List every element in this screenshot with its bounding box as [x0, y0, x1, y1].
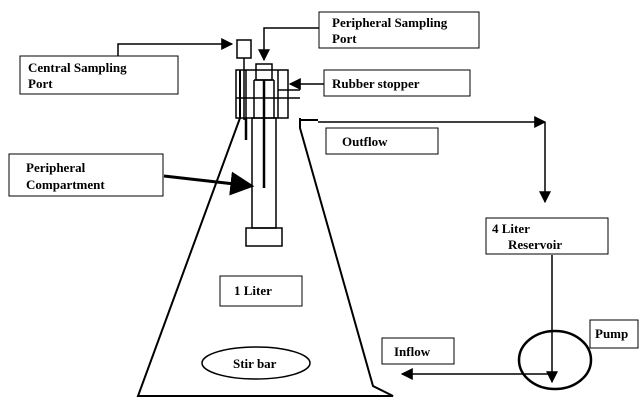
svg-text:Compartment: Compartment	[26, 177, 105, 192]
flask-outline	[136, 117, 394, 397]
svg-text:Inflow: Inflow	[394, 344, 431, 359]
stopper-assembly	[235, 39, 300, 247]
svg-text:Port: Port	[332, 31, 357, 46]
svg-text:Pump: Pump	[595, 326, 628, 341]
label-peripheral-compartment: Peripheral Compartment	[8, 153, 164, 197]
stir-bar	[201, 346, 311, 380]
label-rubber-stopper: Rubber stopper	[323, 69, 471, 97]
svg-text:Central Sampling: Central Sampling	[28, 60, 127, 75]
label-flask-volume: 1 Liter	[219, 275, 303, 307]
svg-text:Rubber stopper: Rubber stopper	[332, 76, 420, 91]
label-reservoir: 4 Liter Reservoir	[485, 217, 609, 255]
label-outflow: Outflow	[325, 127, 439, 155]
svg-text:4 Liter: 4 Liter	[492, 221, 530, 236]
label-stir-bar: Stir bar	[233, 356, 277, 371]
svg-text:Reservoir: Reservoir	[508, 237, 562, 252]
peripheral-port-cap	[255, 63, 273, 81]
flask	[136, 70, 394, 397]
svg-text:Peripheral Sampling: Peripheral Sampling	[332, 15, 448, 30]
label-peripheral-sampling-port: Peripheral Sampling Port	[318, 11, 480, 49]
peripheral-compartment-leader	[163, 171, 255, 196]
svg-text:Outflow: Outflow	[342, 134, 388, 149]
pump	[517, 329, 593, 391]
peripheral-compartment-base	[245, 227, 283, 247]
central-port-leader	[117, 38, 234, 56]
central-port-cap	[236, 39, 252, 59]
label-central-sampling-port: Central Sampling Port	[19, 55, 179, 95]
flow-lines	[117, 27, 558, 384]
svg-text:Port: Port	[28, 76, 53, 91]
svg-text:Peripheral: Peripheral	[26, 160, 86, 175]
svg-text:1 Liter: 1 Liter	[234, 283, 272, 298]
peripheral-port-leader	[258, 27, 320, 62]
label-pump: Pump	[589, 319, 639, 349]
label-inflow: Inflow	[381, 337, 455, 365]
